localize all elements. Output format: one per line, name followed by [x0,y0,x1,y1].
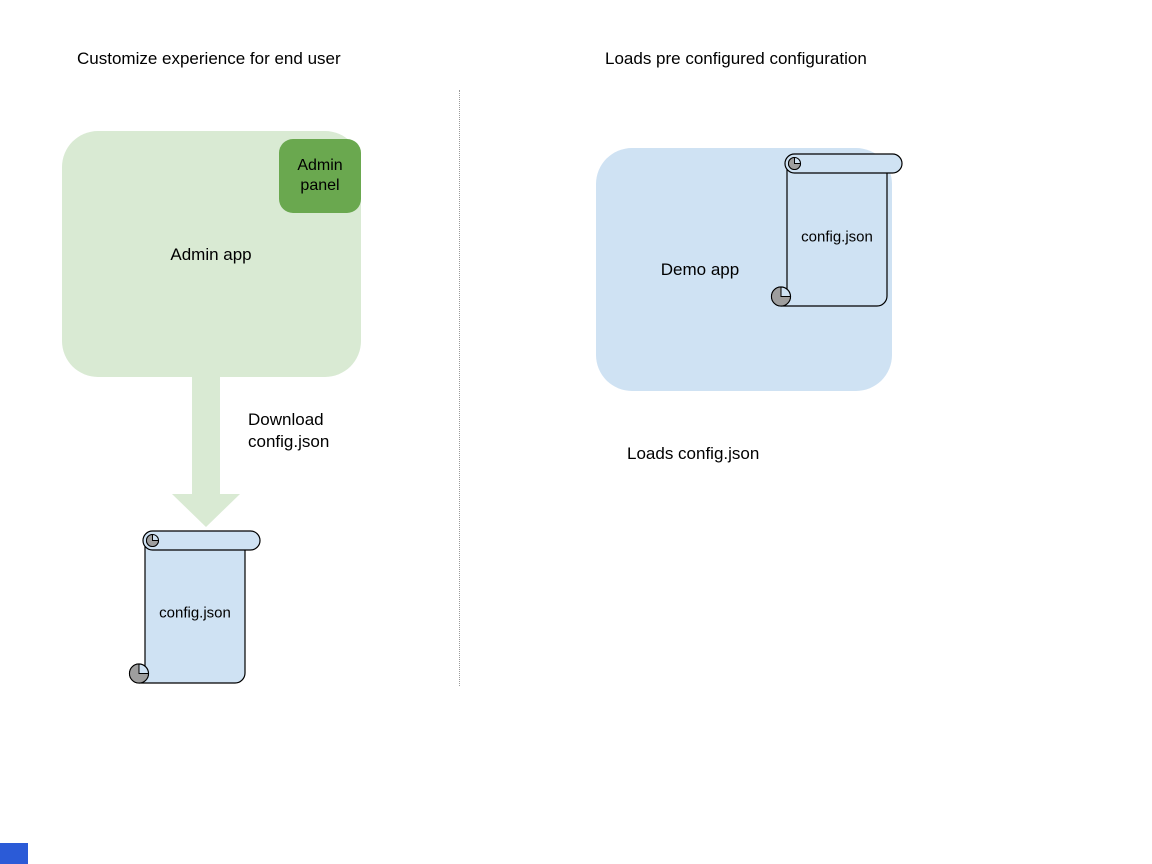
down-arrow-icon [172,370,240,527]
demo-app-label: Demo app [660,260,740,279]
admin-panel-badge: Admin panel [279,139,361,213]
section-divider [459,90,460,686]
download-config-label-line1: Download [248,410,324,429]
bottom-left-blue-rectangle [0,843,28,864]
admin-panel-label: Admin panel [297,157,343,194]
left-section-title: Customize experience for end user [77,49,341,68]
config-json-label-right: config.json [801,228,873,246]
download-config-label-line2: config.json [248,432,330,451]
download-config-label: Download config.json [248,409,329,453]
config-json-label-left: config.json [159,604,231,622]
right-section-title: Loads pre configured configuration [605,49,867,68]
loads-config-caption: Loads config.json [627,444,760,463]
admin-app-label: Admin app [170,245,252,264]
